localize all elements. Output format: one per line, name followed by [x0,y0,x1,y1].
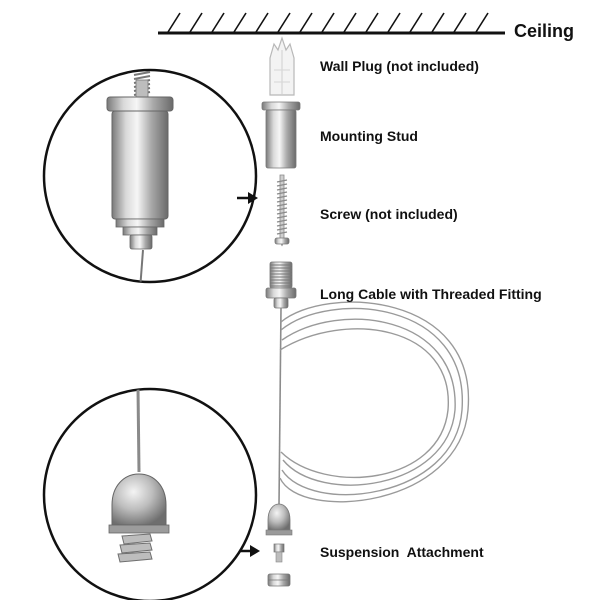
ceiling-hatching [168,13,488,32]
suspension-attachment-illustration [266,504,292,586]
wall-plug-label: Wall Plug (not included) [320,58,479,74]
long-cable-label: Long Cable with Threaded Fitting [320,286,542,302]
ceiling [158,13,505,33]
threaded-fitting-illustration [266,262,296,308]
screw-illustration [275,175,289,246]
ceiling-label: Ceiling [514,21,574,41]
wall-plug-illustration [270,38,294,95]
cable-illustration [279,302,468,505]
magnified-stud-detail [44,70,256,290]
mounting-stud-illustration [262,102,300,168]
magnified-attachment-detail [44,388,256,600]
mounting-stud-label: Mounting Stud [320,128,418,144]
suspension-attachment-label: Suspension Attachment [320,544,484,560]
screw-label: Screw (not included) [320,206,458,222]
